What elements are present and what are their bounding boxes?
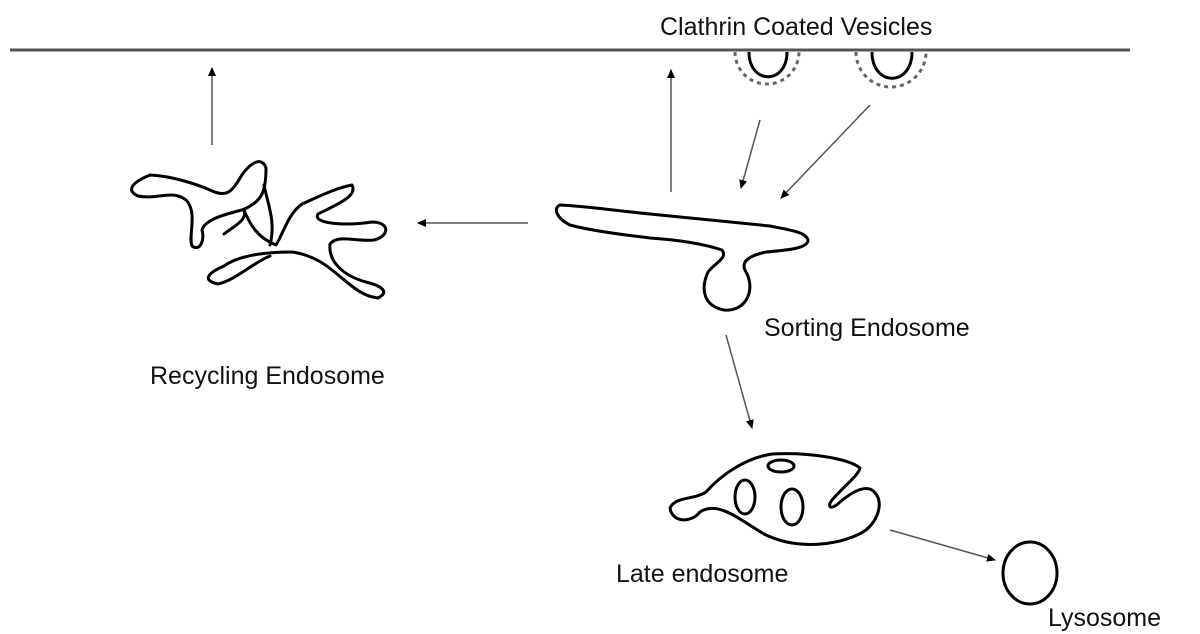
sorting-endosome-label: Sorting Endosome	[764, 314, 970, 343]
arrow-vesicle1-to-sorting	[741, 120, 760, 188]
clathrin-vesicle-1	[735, 52, 799, 84]
late-endosome-vesicle	[781, 489, 803, 525]
arrow-vesicle2-to-sorting	[781, 105, 870, 198]
late-endosome-vesicle	[735, 480, 755, 514]
clathrin-coated-vesicles-label: Clathrin Coated Vesicles	[660, 13, 932, 42]
late-endosome-shape	[670, 454, 879, 545]
arrow-sorting-to-late	[726, 335, 752, 428]
late-endosome-vesicle	[768, 460, 794, 472]
late-endosome-label: Late endosome	[616, 560, 788, 589]
recycling-endosome-shape	[132, 162, 386, 298]
lysosome-label: Lysosome	[1048, 604, 1161, 633]
clathrin-vesicle-2	[856, 52, 926, 87]
recycling-endosome-label: Recycling Endosome	[150, 362, 385, 391]
lysosome-shape	[1003, 542, 1057, 604]
sorting-endosome-shape	[556, 205, 808, 310]
arrow-late-to-lysosome	[890, 530, 995, 560]
